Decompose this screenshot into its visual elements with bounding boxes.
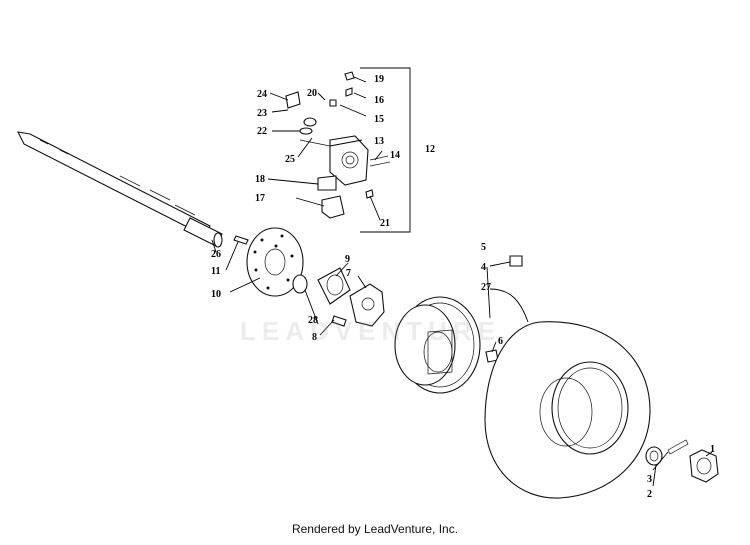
assembly-bracket bbox=[360, 67, 411, 233]
callout-8: 8 bbox=[312, 332, 317, 343]
callout-25: 25 bbox=[285, 154, 295, 165]
cotter-pin bbox=[667, 439, 689, 455]
callout-15: 15 bbox=[374, 114, 384, 125]
callout-5: 5 bbox=[481, 242, 486, 253]
callout-labels: 1 2 3 4 5 6 7 8 9 10 11 12 13 14 15 16 1… bbox=[211, 74, 715, 500]
wheel-hub bbox=[349, 283, 385, 327]
callout-19: 19 bbox=[374, 74, 384, 85]
callout-2: 2 bbox=[647, 489, 652, 500]
callout-26: 26 bbox=[211, 249, 221, 260]
callout-13: 13 bbox=[374, 136, 384, 147]
callout-21: 21 bbox=[380, 218, 390, 229]
tire bbox=[484, 321, 651, 499]
callout-22: 22 bbox=[257, 126, 267, 137]
callout-11: 11 bbox=[211, 266, 220, 277]
callout-12: 12 bbox=[425, 144, 435, 155]
valve-stem bbox=[509, 255, 523, 267]
callout-20: 20 bbox=[307, 88, 317, 99]
wheel-rim bbox=[394, 296, 481, 394]
callout-28: 28 bbox=[308, 315, 318, 326]
hub-bolt bbox=[331, 315, 347, 327]
callout-14: 14 bbox=[390, 150, 400, 161]
callout-9: 9 bbox=[345, 254, 350, 265]
callout-4: 4 bbox=[481, 262, 486, 273]
hub-cap bbox=[689, 449, 719, 483]
axle-shaft bbox=[17, 131, 223, 248]
callout-18: 18 bbox=[255, 174, 265, 185]
callout-3: 3 bbox=[647, 474, 652, 485]
callout-10: 10 bbox=[211, 289, 221, 300]
seal-ring bbox=[292, 274, 308, 294]
callout-7: 7 bbox=[346, 268, 351, 279]
callout-6: 6 bbox=[498, 336, 503, 347]
brake-caliper bbox=[285, 71, 391, 219]
callout-17: 17 bbox=[255, 193, 265, 204]
footer-credit: Rendered by LeadVenture, Inc. bbox=[291, 522, 459, 536]
callout-16: 16 bbox=[374, 95, 384, 106]
watermark: LEADVENTURE bbox=[240, 316, 502, 346]
callout-24: 24 bbox=[257, 89, 267, 100]
callout-27: 27 bbox=[481, 282, 491, 293]
callout-1: 1 bbox=[710, 444, 715, 455]
disc-bolt bbox=[233, 235, 249, 245]
leader-lines bbox=[211, 76, 713, 487]
axle-nut bbox=[645, 446, 663, 466]
brake-disc bbox=[246, 227, 304, 297]
hub-bearing bbox=[317, 267, 351, 305]
callout-23: 23 bbox=[257, 108, 267, 119]
